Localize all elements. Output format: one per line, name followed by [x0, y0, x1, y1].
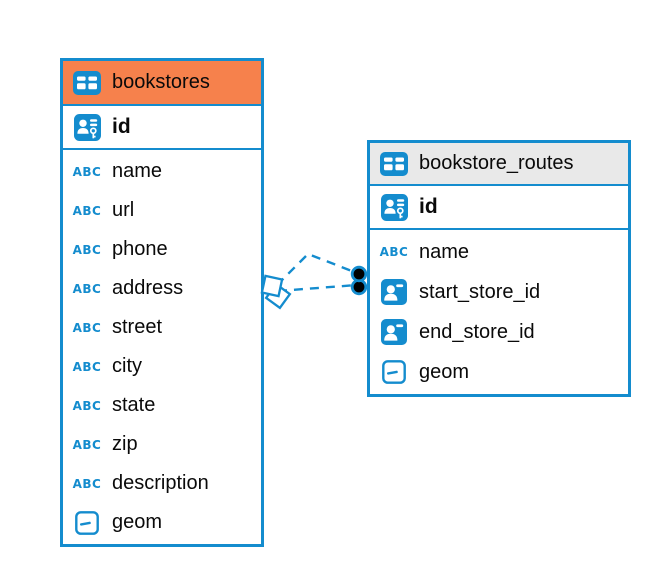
- column-row-name[interactable]: ABC name: [63, 152, 261, 191]
- column-row-id[interactable]: id: [63, 106, 261, 150]
- primary-key-icon: [378, 193, 410, 221]
- one-end-dot-markers: [350, 265, 368, 296]
- text-type-icon: ABC: [72, 203, 102, 218]
- column-name: address: [112, 277, 184, 299]
- column-row-url[interactable]: ABC url: [63, 191, 261, 230]
- relationship-line-2: [277, 283, 358, 293]
- column-row-geom[interactable]: geom: [370, 352, 628, 392]
- entity-title: bookstore_routes: [419, 152, 574, 174]
- column-name: description: [112, 472, 209, 494]
- column-name: start_store_id: [419, 280, 541, 303]
- table-icon: [378, 151, 410, 176]
- text-type-icon: ABC: [72, 320, 102, 335]
- entity-header-bookstores[interactable]: bookstores: [63, 61, 261, 106]
- text-type-icon: ABC: [72, 164, 102, 179]
- column-row-street[interactable]: ABC street: [63, 308, 261, 347]
- column-row-state[interactable]: ABC state: [63, 386, 261, 425]
- column-row-name[interactable]: ABC name: [370, 232, 628, 272]
- text-type-icon: ABC: [72, 398, 102, 413]
- geometry-type-icon: [71, 510, 103, 535]
- primary-key-icon: [71, 113, 103, 141]
- text-type-icon: ABC: [72, 242, 102, 257]
- text-type-icon: ABC: [72, 281, 102, 296]
- column-name: state: [112, 394, 156, 416]
- relationship-dashed-lines[interactable]: [276, 252, 358, 293]
- geometry-type-icon: [378, 360, 410, 384]
- column-name: street: [112, 316, 163, 338]
- text-type-icon: ABC: [72, 359, 102, 374]
- entity-columns-bookstore-routes: ABC name start_store_id: [370, 230, 628, 394]
- column-row-description[interactable]: ABC description: [63, 464, 261, 503]
- column-name: city: [112, 355, 142, 377]
- column-name: geom: [419, 360, 470, 383]
- text-type-icon: ABC: [72, 476, 102, 491]
- column-row-end-store-id[interactable]: end_store_id: [370, 312, 628, 352]
- column-name: end_store_id: [419, 320, 535, 343]
- column-row-geom[interactable]: geom: [63, 503, 261, 542]
- column-name: phone: [112, 238, 168, 260]
- entity-header-bookstore-routes[interactable]: bookstore_routes: [370, 143, 628, 186]
- column-name: zip: [112, 433, 138, 455]
- text-type-icon: ABC: [72, 437, 102, 452]
- column-name: url: [112, 199, 135, 221]
- foreign-key-icon: [378, 319, 410, 345]
- many-end-diamond-markers: [260, 274, 292, 310]
- column-row-id[interactable]: id: [370, 186, 628, 230]
- column-row-address[interactable]: ABC address: [63, 269, 261, 308]
- column-row-city[interactable]: ABC city: [63, 347, 261, 386]
- text-type-icon: ABC: [379, 245, 409, 259]
- relationship-line-1: [276, 252, 358, 286]
- entity-bookstores[interactable]: bookstores id ABC name: [60, 58, 264, 547]
- column-row-start-store-id[interactable]: start_store_id: [370, 272, 628, 312]
- column-name: id: [112, 115, 131, 138]
- column-name: name: [419, 240, 470, 263]
- column-row-phone[interactable]: ABC phone: [63, 230, 261, 269]
- entity-columns-bookstores: ABC name ABC url ABC phone ABC address A…: [63, 150, 261, 544]
- table-icon: [71, 70, 103, 95]
- column-name: geom: [112, 511, 163, 533]
- entity-title: bookstores: [112, 71, 210, 93]
- column-name: id: [419, 195, 438, 218]
- foreign-key-icon: [378, 279, 410, 305]
- column-row-zip[interactable]: ABC zip: [63, 425, 261, 464]
- entity-bookstore-routes[interactable]: bookstore_routes id ABC name: [367, 140, 631, 397]
- column-name: name: [112, 160, 163, 182]
